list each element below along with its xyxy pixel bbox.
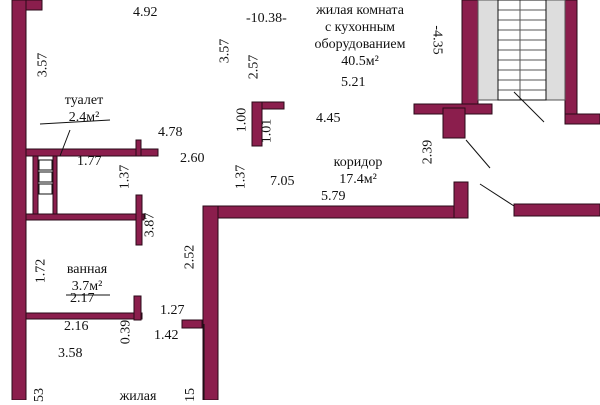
dim-3-87: 3.87: [142, 212, 158, 238]
wall-door-jamb: [181, 319, 203, 329]
dim-1-01: 1.01: [259, 118, 275, 144]
dim-2-39: 2.39: [420, 139, 436, 165]
wall-right-top-block: [461, 0, 479, 109]
dim-2-52: 2.52: [182, 244, 198, 270]
dim-2-16: 2.16: [64, 319, 89, 334]
dim-7-05: 7.05: [270, 174, 295, 189]
wall-toilet-stub: [135, 139, 142, 157]
room-toilet-label: туалет 2.4м²: [52, 92, 116, 126]
wall-toilet-side: [32, 155, 39, 217]
dim-3-57-left: 3.57: [35, 52, 51, 78]
dim-3-57-mid: 3.57: [217, 38, 233, 64]
dim-2-60: 2.60: [180, 151, 205, 166]
room-name-line1: жилая комната: [316, 3, 404, 18]
wall-corridor-left: [202, 205, 219, 400]
dim-2-57: 2.57: [246, 54, 262, 80]
wall-corridor-bottom: [202, 205, 467, 219]
room-name: туалет: [64, 93, 104, 108]
room-corridor-label: коридор 17.4м²: [318, 154, 398, 188]
leader-toilet-2: [59, 129, 71, 157]
wall-toilet-inner: [52, 155, 58, 215]
room-area: 2.4м²: [68, 110, 100, 125]
wall-bath-right-top: [135, 194, 143, 246]
dim-1-42: 1.42: [154, 328, 179, 343]
dim-3-58: 3.58: [58, 346, 83, 361]
wall-corridor-right-stub: [453, 181, 469, 219]
room-area: 17.4м²: [339, 172, 377, 187]
wall-stair-right: [564, 0, 578, 125]
room-bathroom-label: ванная 3.7м²: [52, 261, 122, 295]
door-swing-entrance-upper: [465, 139, 491, 169]
room-area: 40.5м²: [341, 54, 379, 69]
wall-right-notch: [442, 107, 466, 139]
dim-1-27: 1.27: [160, 303, 185, 318]
dim-5-21: 5.21: [341, 75, 366, 90]
room-living-bottom-label: жилая: [108, 388, 168, 405]
dim-2-17: 2.17: [70, 291, 95, 306]
room-name: жилая: [119, 389, 157, 404]
wall-left-outer: [11, 0, 27, 400]
door-swing-entrance-lower: [479, 183, 515, 207]
door-swing-right: [513, 91, 545, 123]
room-name: ванная: [66, 262, 108, 277]
dim-4-78: 4.78: [158, 125, 183, 140]
leader-toilet: [39, 119, 111, 125]
wall-center-vertical: [251, 101, 263, 147]
dim-minus-4-35: -4.35: [429, 25, 445, 55]
wall-bath-top: [25, 213, 145, 221]
dim-0-39: 0.39: [118, 319, 134, 345]
dim-4-45: 4.45: [316, 111, 341, 126]
room-name: коридор: [333, 155, 383, 170]
wall-stair-ledge: [564, 113, 600, 125]
wall-right-bottom: [513, 203, 600, 217]
dim-1-77: 1.77: [77, 154, 102, 169]
dim-1-37-a: 1.37: [117, 164, 133, 190]
room-living-kitchen-label: жилая комната с кухонным оборудованием 4…: [300, 2, 420, 70]
room-name-line2: с кухонным: [324, 20, 396, 35]
dim-1-72: 1.72: [33, 258, 49, 284]
dim-10-38: -10.38-: [246, 11, 287, 26]
room-area: 3.7м²: [71, 279, 103, 294]
toilet-fixture: [38, 159, 53, 195]
dim-4-92: 4.92: [133, 5, 158, 20]
room-name-line3: оборудованием: [314, 37, 406, 52]
dim-1-00: 1.00: [234, 107, 250, 133]
staircase: [477, 0, 566, 101]
wall-bath-bottom: [25, 312, 143, 320]
dim-5-79: 5.79: [321, 189, 346, 204]
wall-toilet-bottom: [25, 148, 159, 157]
dim-1-37-b: 1.37: [233, 164, 249, 190]
wall-bath-right-bottom: [133, 295, 142, 321]
wall-top-left: [25, 0, 43, 11]
